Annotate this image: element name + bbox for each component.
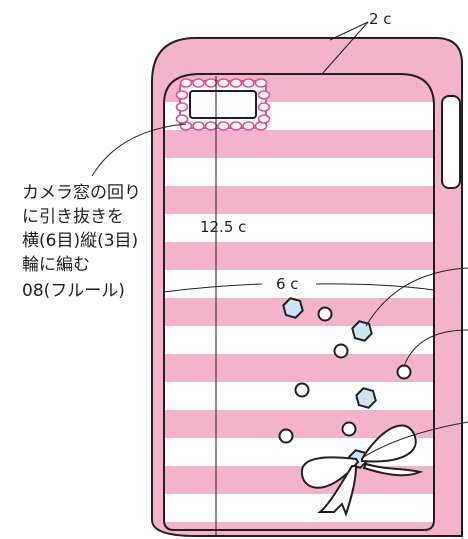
eyelet-loop: [217, 78, 230, 88]
ribbon-bow-icon: [300, 424, 424, 517]
eyelet-loop: [217, 121, 230, 131]
svg-text:横(6目)縦(3目): 横(6目)縦(3目): [22, 231, 138, 251]
pink-stripe: [164, 354, 434, 382]
eyelet-chain: [175, 78, 271, 131]
eyelet-loop: [192, 121, 205, 131]
border-width-label: 2 c: [369, 10, 392, 28]
side-button: [441, 95, 461, 189]
ring-bead-icon: [333, 343, 349, 359]
eyelet-loop: [257, 90, 271, 100]
eyelet-loop: [175, 102, 189, 112]
svg-text:輪に編む: 輪に編む: [22, 255, 90, 275]
ring-bead-icon: [396, 364, 412, 380]
pink-stripe: [164, 242, 434, 270]
hexagon-gem-icon: [282, 297, 304, 319]
pink-stripe: [164, 130, 434, 158]
svg-text:カメラ窓の回り: カメラ窓の回り: [22, 183, 141, 203]
pink-stripe: [164, 522, 434, 530]
bead-decorations: [278, 306, 412, 444]
eyelet-loop: [175, 114, 189, 124]
eyelet-loop: [204, 78, 218, 88]
eyelet-loop: [242, 121, 255, 131]
eyelet-loop: [179, 78, 193, 88]
eyelet-loop: [229, 121, 243, 131]
svg-text:08(フルール): 08(フルール): [22, 281, 125, 301]
eyelet-loop: [257, 114, 271, 124]
eyelet-loop: [175, 90, 189, 100]
right-leader-lines: [361, 267, 468, 459]
width-dimension-line: [163, 283, 435, 293]
note-leader-line: [91, 123, 187, 177]
height-label: 12.5 c: [200, 218, 246, 236]
hexagon-gem-icon: [355, 387, 377, 409]
eyelet-loop: [242, 78, 255, 88]
eyelet-loop: [192, 78, 205, 88]
eyelet-loop: [254, 78, 268, 88]
hexagon-gem-icon: [351, 320, 373, 342]
pink-stripe: [164, 186, 434, 214]
case-front-outline: [163, 73, 435, 531]
camera-window: [175, 78, 271, 131]
ring-bead-icon: [317, 306, 333, 322]
camera-window-note: カメラ窓の回り に引き抜きを 横(6目)縦(3目) 輪に編む 08(フルール): [22, 183, 141, 301]
border-width-leader: [321, 21, 369, 75]
eyelet-loop: [204, 121, 218, 131]
eyelet-loop: [229, 78, 243, 88]
ring-bead-icon: [294, 382, 310, 398]
ring-bead-icon: [341, 421, 357, 437]
gem-decorations: [282, 297, 377, 469]
width-label: 6 c: [276, 275, 299, 293]
eyelet-loop: [257, 102, 271, 112]
ring-bead-icon: [278, 428, 294, 444]
svg-text:に引き抜きを: に引き抜きを: [22, 207, 124, 227]
